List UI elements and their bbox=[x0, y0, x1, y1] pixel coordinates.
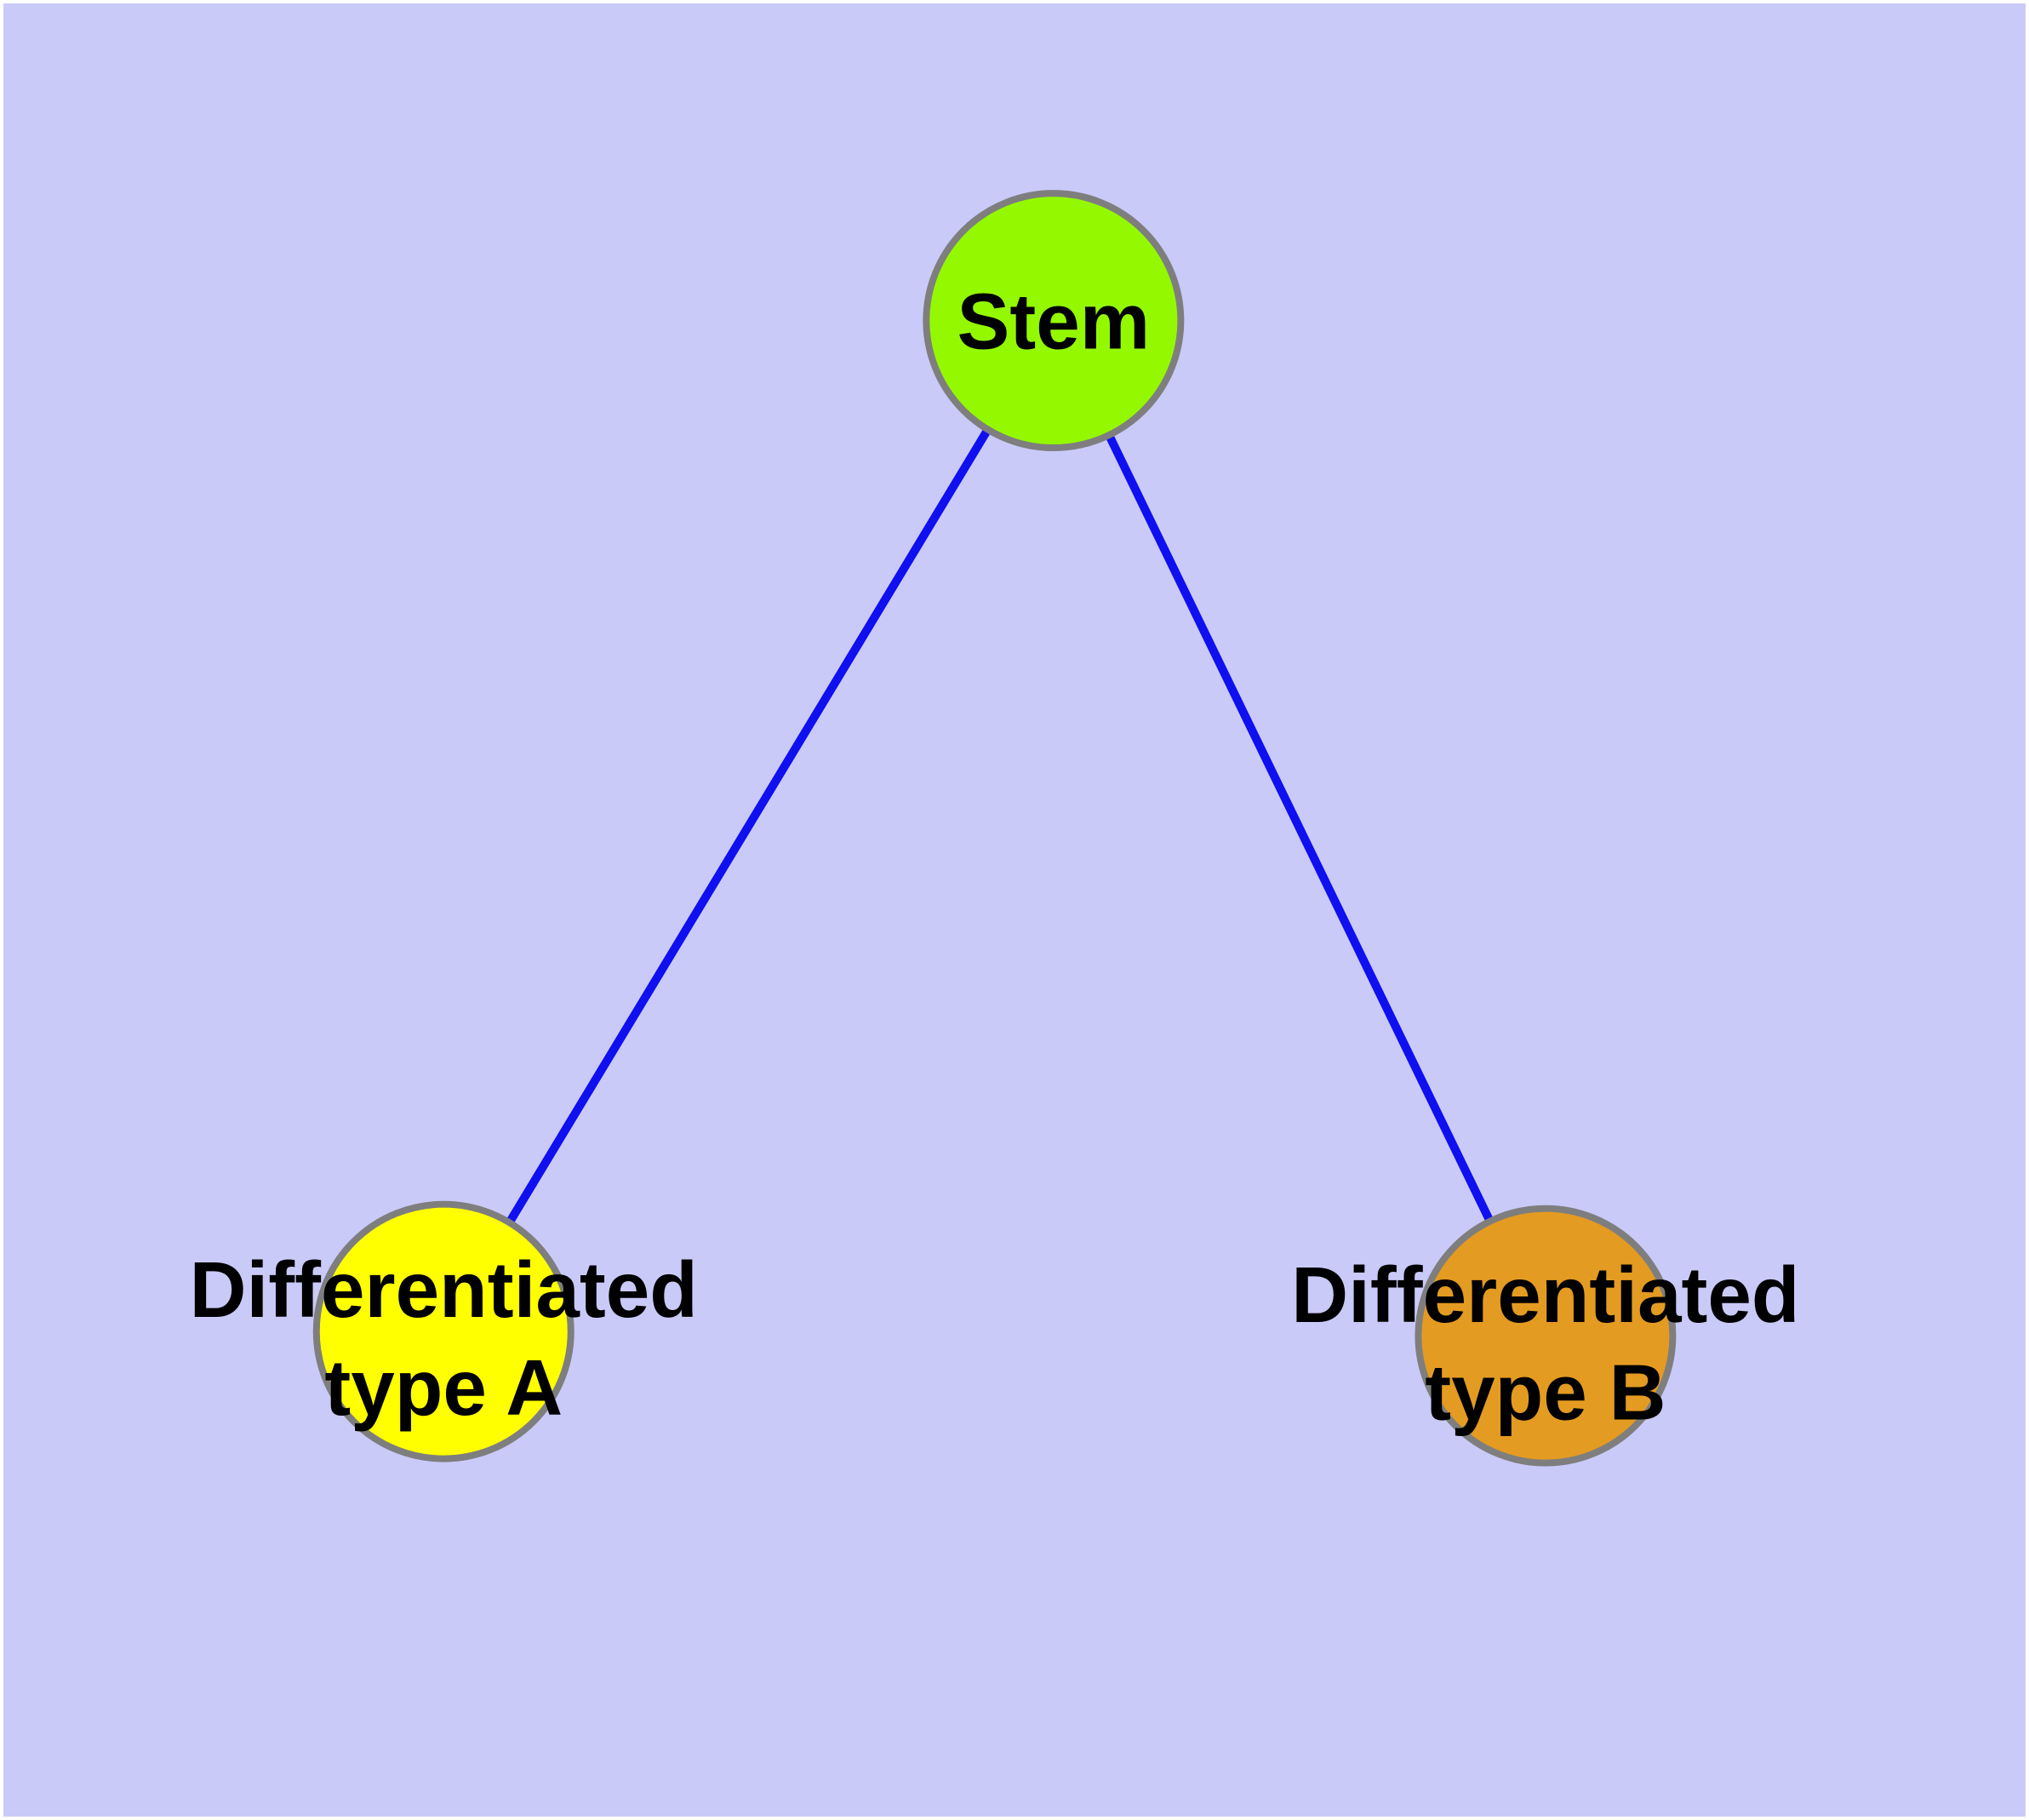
edge-stem-to-type-a bbox=[439, 318, 1058, 1334]
graph-svg: Stem Differentiated type A Differentiate… bbox=[3, 3, 2026, 1817]
node-type-b-label-line-1: Differentiated bbox=[1291, 1251, 1799, 1339]
node-type-a-label-line-1: Differentiated bbox=[190, 1245, 698, 1334]
node-type-b-circle bbox=[1415, 1205, 1677, 1467]
node-type-a-label-line-2: type A bbox=[324, 1343, 563, 1432]
edge-stem-to-type-b bbox=[1049, 318, 1550, 1338]
node-type-a-circle bbox=[312, 1200, 574, 1462]
node-type-b-label-line-2: type B bbox=[1425, 1348, 1666, 1437]
node-stem-circle bbox=[923, 190, 1185, 452]
node-stem-label: Stem bbox=[957, 277, 1151, 365]
